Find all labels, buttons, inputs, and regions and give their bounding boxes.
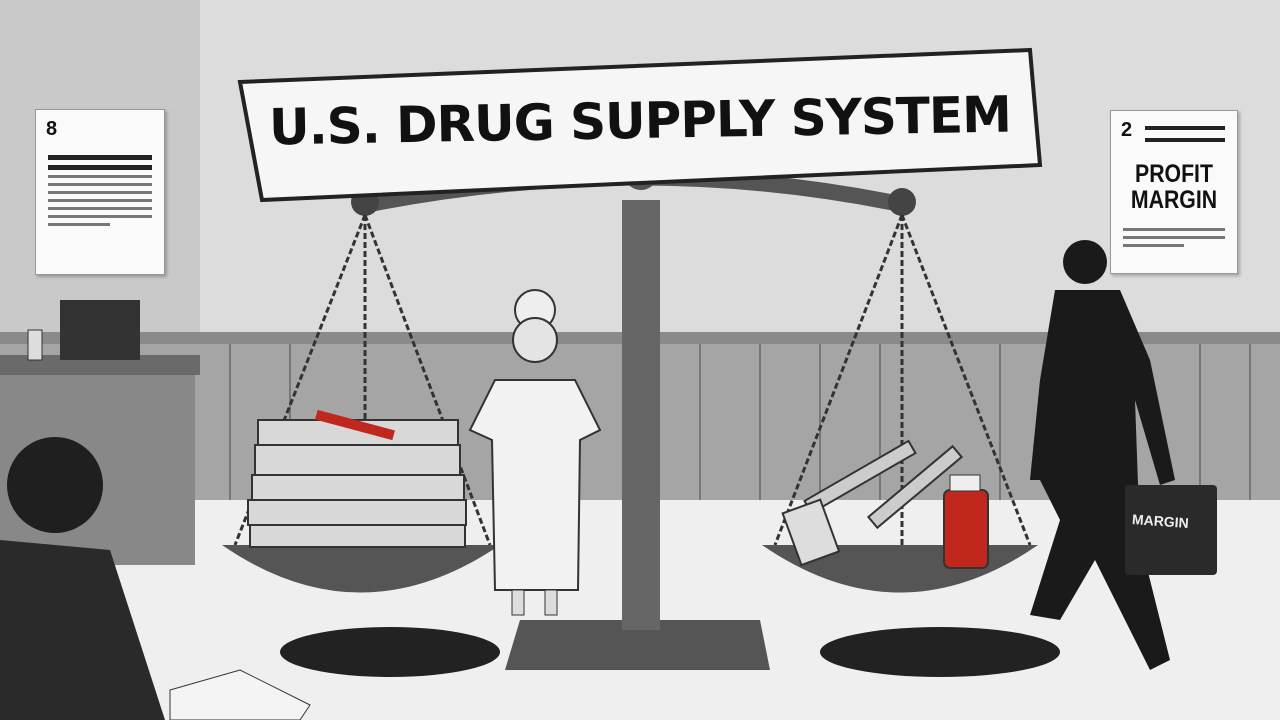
poster-left: 8 [35,109,165,275]
shadow [280,627,500,677]
briefcase [1125,485,1217,575]
monitor [60,300,140,360]
scale-base [505,620,770,670]
drug-pile [781,439,989,569]
poster-number: 2 [1121,119,1133,141]
illegible-text [48,150,152,231]
scale-pillar [622,200,660,630]
banner [237,47,1043,203]
patient [468,289,602,616]
illegible-text [1123,223,1225,252]
illegible-heading [1145,121,1225,147]
poster-headline: PROFIT MARGIN [1130,160,1218,214]
businessman [1030,240,1217,670]
left-pan [222,545,500,593]
reception-desk [0,355,200,375]
book [169,669,311,720]
seated-person [0,437,311,720]
money-stack [247,419,467,548]
syringe [315,409,395,441]
poster-right: 2 PROFIT MARGIN [1110,110,1238,274]
poster-number: 8 [46,118,58,140]
